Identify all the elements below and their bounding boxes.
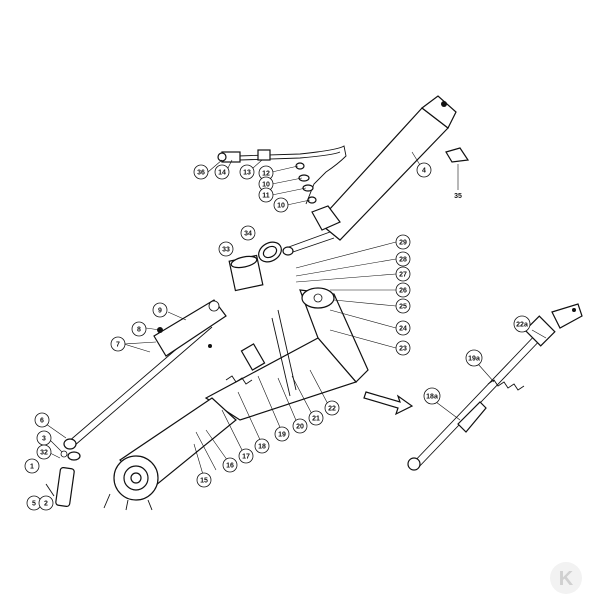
svg-text:7: 7: [116, 342, 120, 349]
bracket-35: [445, 147, 470, 163]
svg-text:18a: 18a: [426, 394, 438, 401]
callout-13: 13: [239, 164, 255, 180]
svg-text:33: 33: [222, 247, 230, 254]
lower-arm: [103, 397, 237, 511]
callout-33: 33: [218, 241, 234, 257]
left-shaft: [63, 299, 227, 450]
svg-text:36: 36: [197, 170, 205, 177]
svg-text:K: K: [559, 568, 574, 590]
svg-text:11: 11: [262, 193, 270, 200]
callout-35: 35: [454, 193, 462, 200]
svg-text:1: 1: [30, 464, 34, 471]
svg-text:34: 34: [244, 231, 252, 238]
callout-32: 32: [36, 444, 52, 460]
svg-text:32: 32: [40, 450, 48, 457]
callout-26: 26: [395, 282, 411, 298]
svg-text:15: 15: [200, 478, 208, 485]
callout-18a: 18a: [423, 387, 441, 405]
callout-9: 9: [152, 302, 168, 318]
callout-18: 18: [254, 438, 270, 454]
callout-1: 1: [24, 458, 40, 474]
callout-6: 6: [34, 412, 50, 428]
svg-text:18: 18: [258, 444, 266, 451]
callout-19: 19: [274, 426, 290, 442]
svg-text:26: 26: [399, 288, 407, 295]
callout-20: 20: [292, 418, 308, 434]
lower-frame: [204, 287, 369, 421]
callout-7: 7: [110, 336, 126, 352]
svg-text:4: 4: [422, 168, 426, 175]
brand-logo: K: [550, 562, 582, 594]
callout-22a: 22a: [513, 315, 531, 333]
svg-text:14: 14: [218, 170, 226, 177]
callout-29: 29: [395, 234, 411, 250]
callout-24: 24: [395, 320, 411, 336]
callout-28: 28: [395, 251, 411, 267]
svg-text:20: 20: [296, 424, 304, 431]
svg-text:27: 27: [399, 272, 407, 279]
callout-4: 4: [416, 162, 432, 178]
svg-text:5: 5: [32, 501, 36, 508]
svg-text:3: 3: [42, 436, 46, 443]
callout-36: 36: [193, 164, 209, 180]
svg-text:29: 29: [399, 240, 407, 247]
svg-text:10: 10: [262, 182, 270, 189]
callout-11: 11: [258, 187, 274, 203]
svg-text:16: 16: [226, 463, 234, 470]
direction-arrow: [363, 391, 414, 416]
svg-text:13: 13: [243, 170, 251, 177]
svg-text:19a: 19a: [468, 356, 480, 363]
callout-23: 23: [395, 340, 411, 356]
svg-text:6: 6: [40, 418, 44, 425]
callout-25: 25: [395, 298, 411, 314]
svg-text:19: 19: [278, 432, 286, 439]
leader-lines: [45, 151, 547, 479]
callout-34: 34: [240, 225, 256, 241]
fittings: [295, 162, 317, 204]
svg-text:21: 21: [312, 416, 320, 423]
callout-10-lower: 10: [273, 197, 289, 213]
callout-21: 21: [308, 410, 324, 426]
hose-assembly: [217, 145, 347, 205]
svg-text:22: 22: [328, 406, 336, 413]
right-rod-assembly: [407, 303, 583, 471]
callout-2: 2: [38, 495, 54, 511]
bushes: [228, 241, 282, 292]
svg-text:8: 8: [137, 327, 141, 334]
callouts: 36 14 13 12 10 11 10 4 35 33 34 29 28 27…: [24, 162, 531, 511]
svg-text:35: 35: [454, 193, 462, 200]
svg-text:2: 2: [44, 501, 48, 508]
svg-text:9: 9: [158, 308, 162, 315]
callout-17: 17: [238, 448, 254, 464]
svg-text:10: 10: [277, 203, 285, 210]
callout-8: 8: [131, 321, 147, 337]
callout-16: 16: [222, 457, 238, 473]
callout-27: 27: [395, 266, 411, 282]
callout-15: 15: [196, 472, 212, 488]
springs: [225, 309, 297, 397]
svg-text:22a: 22a: [516, 322, 528, 329]
left-link: [45, 450, 81, 508]
svg-text:28: 28: [399, 257, 407, 264]
svg-text:25: 25: [399, 304, 407, 311]
callout-19a: 19a: [465, 349, 483, 367]
callout-3: 3: [36, 430, 52, 446]
svg-text:17: 17: [242, 454, 250, 461]
callout-22: 22: [324, 400, 340, 416]
svg-text:12: 12: [262, 171, 270, 178]
callout-14: 14: [214, 164, 230, 180]
svg-text:24: 24: [399, 326, 407, 333]
svg-text:23: 23: [399, 346, 407, 353]
hydraulic-cylinder: [282, 95, 457, 256]
